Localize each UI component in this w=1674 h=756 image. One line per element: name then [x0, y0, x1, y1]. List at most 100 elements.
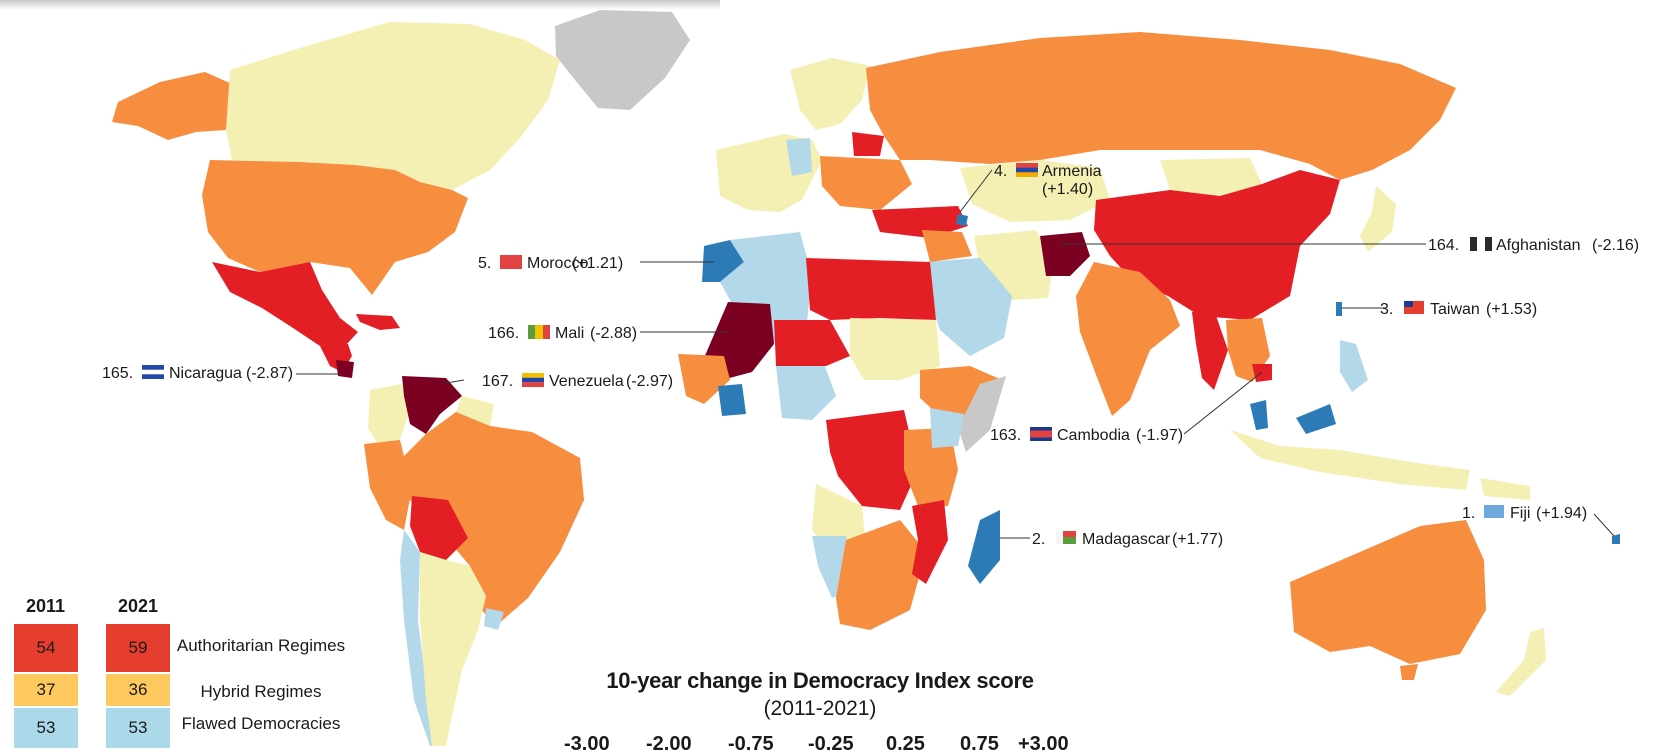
map-region-malaysia[interactable] [1250, 400, 1336, 434]
map-region-peru[interactable] [364, 440, 412, 530]
hybrid-label: Hybrid Regimes [200, 682, 322, 701]
map-region-png[interactable] [1480, 478, 1530, 500]
map-region-india[interactable] [1076, 262, 1180, 416]
authoritarian-2021-count: 59 [106, 624, 170, 672]
annotation-country-nicaragua: Nicaragua [169, 365, 242, 382]
map-region-china[interactable] [1094, 170, 1340, 320]
map-region-chile[interactable] [400, 530, 446, 746]
map-region-uruguay[interactable] [484, 608, 504, 630]
year-2011-header: 2011 [26, 596, 66, 616]
map-region-venezuela[interactable] [402, 376, 462, 434]
map-region-tasmania[interactable] [1400, 664, 1418, 680]
map-region-kazakhstan[interactable] [960, 160, 1110, 222]
annotation-rank-armenia: 4. [994, 163, 1007, 180]
map-region-indonesia[interactable] [1230, 430, 1470, 490]
annotation-rank-morocco: 5. [478, 255, 491, 272]
scale-tick: -0.25 [808, 733, 854, 755]
map-region-new-zealand[interactable] [1496, 628, 1546, 696]
change-scale: -3.00 -2.00 -0.75 -0.25 0.25 0.75 +3.00 [540, 733, 1100, 755]
map-region-afghanistan[interactable] [1040, 232, 1090, 276]
map-region-colombia[interactable] [368, 384, 410, 448]
map-region-russia[interactable] [866, 32, 1456, 180]
map-region-fiji[interactable] [1612, 534, 1620, 544]
annotation-country-afghanistan: Afghanistan [1496, 237, 1581, 254]
scale-tick: -0.75 [728, 733, 774, 755]
scale-tick: -3.00 [564, 733, 610, 755]
annotation-rank-fiji: 1. [1462, 505, 1475, 522]
map-region-middle-east[interactable] [922, 230, 972, 262]
scale-tick: 0.75 [960, 733, 999, 755]
map-region-drc[interactable] [826, 410, 918, 510]
map-region-madagascar[interactable] [968, 510, 1000, 584]
annotation-country-taiwan: Taiwan [1430, 301, 1480, 318]
map-region-argentina[interactable] [420, 552, 486, 746]
hybrid-2011-count: 37 [14, 674, 78, 706]
change-legend-subtitle: (2011-2021) [763, 697, 877, 720]
annotation-rank-nicaragua: 165. [102, 365, 133, 382]
map-region-philippines[interactable] [1340, 340, 1368, 392]
flawed-label: Flawed Democracies [181, 714, 341, 733]
annotation-country-mali: Mali [555, 325, 584, 342]
annotation-rank-madagascar: 2. [1032, 531, 1045, 548]
map-region-nicaragua[interactable] [336, 360, 354, 378]
authoritarian-2011-count: 54 [14, 624, 78, 672]
map-region-mongolia[interactable] [1160, 158, 1262, 196]
map-region-taiwan[interactable] [1336, 302, 1342, 316]
annotation-change-venezuela: (-2.97) [626, 373, 673, 390]
mali-flag-icon [528, 325, 535, 339]
scale-tick: -2.00 [646, 733, 692, 755]
annotation-country-morocco: Morocco [527, 255, 588, 272]
annotation-change-afghanistan: (-2.16) [1592, 237, 1639, 254]
flawed-2011-count: 53 [14, 708, 78, 748]
morocco-flag-icon [500, 255, 522, 269]
map-region-mexico[interactable] [212, 262, 358, 346]
map-region-belarus[interactable] [852, 132, 884, 156]
year-2021-header: 2021 [118, 596, 159, 616]
map-region-southern-africa[interactable] [836, 520, 926, 630]
flawed-2021-count: 53 [106, 708, 170, 748]
map-region-australia[interactable] [1290, 520, 1486, 664]
map-region-east-africa[interactable] [904, 428, 958, 506]
scale-tick: 0.25 [886, 733, 925, 755]
map-region-mozambique[interactable] [912, 500, 948, 584]
map-region-morocco[interactable] [702, 240, 744, 282]
map-region-cuba[interactable] [356, 314, 400, 330]
map-region-libya-egypt[interactable] [806, 258, 936, 320]
annotation-change-cambodia: (-1.97) [1136, 427, 1183, 444]
map-region-saudi-arabia[interactable] [924, 258, 1012, 356]
annotation-rank-afghanistan: 164. [1428, 237, 1459, 254]
map-region-canada[interactable] [226, 22, 560, 190]
map-region-sudan[interactable] [850, 318, 940, 380]
map-region-scandinavia[interactable] [790, 58, 870, 130]
map-region-west-africa[interactable] [678, 354, 730, 404]
annotation-change-nicaragua: (-2.87) [246, 365, 293, 382]
map-region-brazil[interactable] [398, 412, 584, 626]
map-region-armenia[interactable] [956, 214, 968, 226]
annotation-leaders [296, 169, 1615, 539]
map-region-cambodia[interactable] [1252, 364, 1272, 382]
top-shadow [0, 0, 720, 10]
map-region-kenya-tz[interactable] [930, 408, 964, 448]
hybrid-2021-count: 36 [106, 674, 170, 706]
map-region-japan[interactable] [1360, 186, 1396, 252]
annotation-change-armenia: (+1.40) [1042, 181, 1093, 198]
change-legend-title: 10-year change in Democracy Index score [606, 668, 1034, 693]
annotation-rank-venezuela: 167. [482, 373, 513, 390]
scale-tick: +3.00 [1018, 733, 1069, 755]
map-region-niger-chad[interactable] [774, 320, 850, 366]
venezuela-flag-icon [522, 373, 544, 378]
map-region-nigeria[interactable] [776, 364, 836, 420]
map-region-bolivia[interactable] [410, 496, 468, 560]
map-region-uk-nordics-full[interactable] [786, 138, 812, 176]
map-region-eastern-europe[interactable] [820, 156, 912, 210]
annotation-country-cambodia: Cambodia [1057, 427, 1130, 444]
map-region-somalia[interactable] [958, 376, 1006, 452]
map-region-greenland [555, 10, 690, 110]
annotation-country-armenia: Armenia [1042, 163, 1102, 180]
map-region-alaska[interactable] [112, 72, 232, 140]
map-region-usa[interactable] [202, 160, 468, 295]
map-region-turkey[interactable] [872, 206, 968, 238]
map-region-myanmar[interactable] [1192, 310, 1228, 390]
map-region-ivory-coast[interactable] [718, 384, 746, 416]
